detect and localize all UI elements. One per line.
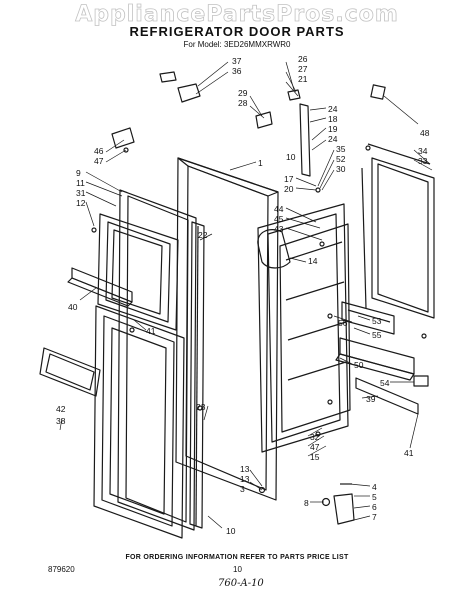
freezer-door-liner bbox=[97, 213, 179, 331]
square-clip-part bbox=[370, 84, 386, 100]
model-line: For Model: 3ED26MMXRWR0 bbox=[183, 40, 291, 49]
callout-label: 19 bbox=[328, 124, 338, 134]
gasket-strip-part bbox=[189, 221, 205, 529]
hinge-cover-part bbox=[257, 229, 291, 269]
callout-label: 44 bbox=[274, 204, 284, 214]
callout-label: 6 bbox=[372, 502, 377, 512]
callout-label: 24 bbox=[328, 104, 338, 114]
callout-label: 4 bbox=[372, 482, 377, 492]
callout-label: 11 bbox=[76, 178, 85, 188]
handwritten-note: 760-A-10 bbox=[218, 578, 264, 589]
callout-label: 45 bbox=[274, 214, 284, 224]
callout-label: 56 bbox=[338, 318, 348, 328]
callout-label: 18 bbox=[328, 114, 338, 124]
page-number: 10 bbox=[233, 565, 242, 574]
callout-label: 21 bbox=[298, 74, 308, 84]
callout-label: 14 bbox=[308, 256, 318, 266]
freezer-lower-liner bbox=[93, 305, 185, 539]
callout-label: 17 bbox=[284, 174, 294, 184]
watermark: AppliancePartsPros.com bbox=[75, 2, 399, 28]
callout-label: 36 bbox=[232, 66, 242, 76]
callout-label: 46 bbox=[94, 146, 104, 156]
callout-label: 35 bbox=[336, 144, 346, 154]
callout-label: 50 bbox=[354, 360, 364, 370]
top-hinge-parts bbox=[111, 71, 301, 149]
callout-label: 22 bbox=[198, 230, 208, 240]
door-shelf-part bbox=[67, 267, 133, 307]
callout-label: 42 bbox=[56, 404, 66, 414]
ordering-note: FOR ORDERING INFORMATION REFER TO PARTS … bbox=[125, 554, 349, 561]
callout-label: 32 bbox=[310, 432, 320, 442]
leader-lines bbox=[59, 61, 433, 529]
callout-label: 39 bbox=[366, 394, 376, 404]
callout-label: 29 bbox=[238, 88, 248, 98]
callout-label: 15 bbox=[310, 452, 320, 462]
document-number: 879620 bbox=[48, 565, 75, 574]
callout-label: 54 bbox=[380, 378, 390, 388]
callout-label: 40 bbox=[68, 302, 78, 312]
callout-label: 38 bbox=[56, 416, 66, 426]
callout-label: 12 bbox=[76, 198, 86, 208]
callout-label: 28 bbox=[238, 98, 248, 108]
callout-label: 23 bbox=[196, 402, 206, 412]
callout-label: 3 bbox=[240, 484, 245, 494]
callout-label: 52 bbox=[336, 154, 346, 164]
callout-label: 13 bbox=[240, 464, 250, 474]
screws bbox=[91, 145, 427, 494]
callout-label: 47 bbox=[310, 442, 320, 452]
bottom-hinge-part bbox=[321, 483, 355, 525]
callout-label: 9 bbox=[76, 168, 81, 178]
callout-label: 5 bbox=[372, 492, 377, 502]
callout-label: 13 bbox=[240, 474, 250, 484]
callout-label: 43 bbox=[274, 224, 284, 234]
right-door-liner bbox=[279, 223, 351, 433]
bracket-part bbox=[413, 375, 429, 387]
callout-label: 53 bbox=[372, 316, 382, 326]
dairy-shelf-part bbox=[335, 337, 415, 381]
bin-shelf-part bbox=[341, 301, 395, 335]
callout-label: 48 bbox=[420, 128, 430, 138]
callout-label: 8 bbox=[304, 498, 309, 508]
callout-label: 33 bbox=[418, 156, 428, 166]
diagram-title: REFRIGERATOR DOOR PARTS bbox=[129, 24, 345, 39]
callout-label: 31 bbox=[76, 188, 86, 198]
callout-label: 10 bbox=[286, 152, 296, 162]
callout-label: 24 bbox=[328, 134, 338, 144]
freezer-door-outer-panel bbox=[117, 189, 197, 531]
callout-label: 37 bbox=[232, 56, 242, 66]
callout-label: 34 bbox=[418, 146, 428, 156]
callout-label: 20 bbox=[284, 184, 294, 194]
hinge-bar-part bbox=[299, 103, 311, 177]
callout-labels: 37 36 29 28 26 27 21 24 18 19 24 35 52 3… bbox=[56, 54, 430, 536]
callout-label: 47 bbox=[94, 156, 104, 166]
callout-label: 30 bbox=[336, 164, 346, 174]
lower-door-bin-part bbox=[39, 347, 101, 397]
callout-label: 7 bbox=[372, 512, 377, 522]
callout-label: 1 bbox=[258, 158, 263, 168]
callout-label: 41 bbox=[146, 326, 156, 336]
door-gasket-part bbox=[361, 143, 435, 319]
callout-label: 55 bbox=[372, 330, 382, 340]
callout-label: 41 bbox=[404, 448, 414, 458]
callout-label: 10 bbox=[226, 526, 236, 536]
callout-label: 26 bbox=[298, 54, 308, 64]
callout-label: 27 bbox=[298, 64, 308, 74]
